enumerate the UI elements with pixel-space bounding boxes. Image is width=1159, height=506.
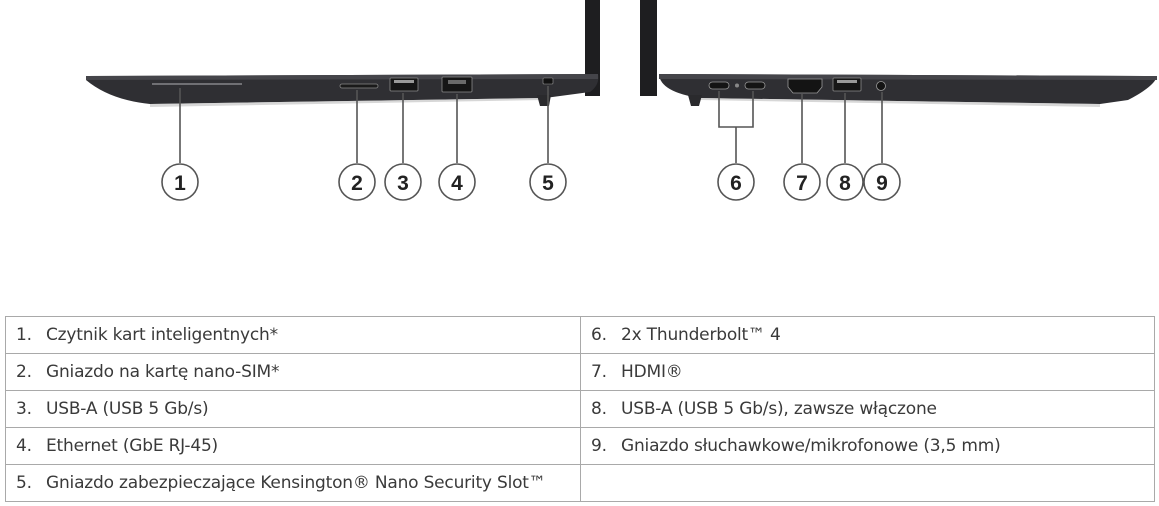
audio-jack <box>876 81 886 91</box>
legend-cell-6: 6. 2x Thunderbolt™ 4 <box>580 316 1155 354</box>
table-row: 2. Gniazdo na kartę nano-SIM* 7. HDMI® <box>5 353 1155 391</box>
legend-text: Gniazdo zabezpieczające Kensington® Nano… <box>46 473 546 493</box>
legend-cell-7: 7. HDMI® <box>580 353 1155 391</box>
legend-text: USB-A (USB 5 Gb/s) <box>46 399 209 419</box>
callout-6: 6 <box>730 172 742 195</box>
thunderbolt-port-2 <box>744 81 766 90</box>
legend-text: Gniazdo na kartę nano-SIM* <box>46 362 280 382</box>
callout-3: 3 <box>397 172 409 195</box>
table-row: 5. Gniazdo zabezpieczające Kensington® Na… <box>5 464 1155 502</box>
left-laptop-side-view <box>86 0 600 107</box>
usb-a-port-right <box>832 77 862 92</box>
hdmi-port <box>787 78 823 94</box>
callout-circles <box>161 163 901 201</box>
legend-text: Czytnik kart inteligentnych* <box>46 325 278 345</box>
callout-4: 4 <box>451 172 463 195</box>
legend-number: 5. <box>16 473 32 493</box>
callout-lines <box>179 86 883 163</box>
table-row: 4. Ethernet (GbE RJ-45) 9. Gniazdo słuchaw… <box>5 427 1155 465</box>
callout-2: 2 <box>351 172 363 195</box>
legend-text: HDMI® <box>621 362 683 382</box>
ethernet-port <box>441 76 473 93</box>
legend-text: 2x Thunderbolt™ 4 <box>621 325 781 345</box>
legend-cell-empty <box>580 464 1155 502</box>
callout-7: 7 <box>796 172 808 195</box>
legend-number: 8. <box>591 399 607 419</box>
table-row: 1. Czytnik kart inteligentnych* 6. 2x Thun… <box>5 316 1155 354</box>
nano-sim-slot <box>339 83 379 89</box>
legend-cell-8: 8. USB-A (USB 5 Gb/s), zawsze włączone <box>580 390 1155 428</box>
legend-cell-4: 4. Ethernet (GbE RJ-45) <box>5 427 581 465</box>
legend-number: 7. <box>591 362 607 382</box>
legend-text: USB-A (USB 5 Gb/s), zawsze włączone <box>621 399 937 419</box>
table-row: 3. USB-A (USB 5 Gb/s) 8. USB-A (USB 5 Gb/s… <box>5 390 1155 428</box>
thunderbolt-port-1 <box>708 81 730 90</box>
legend-text: Ethernet (GbE RJ-45) <box>46 436 218 456</box>
ports-legend-table: 1. Czytnik kart inteligentnych* 6. 2x Thun… <box>5 316 1155 502</box>
callout-1: 1 <box>174 172 186 195</box>
right-laptop-side-view <box>640 0 1157 107</box>
legend-number: 3. <box>16 399 32 419</box>
laptop-ports-diagram: 1 2 3 4 5 6 7 8 9 <box>86 0 1157 201</box>
legend-cell-3: 3. USB-A (USB 5 Gb/s) <box>5 390 581 428</box>
callout-8: 8 <box>839 172 851 195</box>
callout-9: 9 <box>876 172 888 195</box>
callout-numbers: 1 2 3 4 5 6 7 8 9 <box>174 172 888 195</box>
legend-number: 4. <box>16 436 32 456</box>
legend-cell-5: 5. Gniazdo zabezpieczające Kensington® Na… <box>5 464 581 502</box>
legend-cell-2: 2. Gniazdo na kartę nano-SIM* <box>5 353 581 391</box>
callout-5: 5 <box>542 172 554 195</box>
legend-cell-1: 1. Czytnik kart inteligentnych* <box>5 316 581 354</box>
legend-number: 2. <box>16 362 32 382</box>
legend-cell-9: 9. Gniazdo słuchawkowe/mikrofonowe (3,5 m… <box>580 427 1155 465</box>
legend-number: 9. <box>591 436 607 456</box>
legend-number: 1. <box>16 325 32 345</box>
kensington-slot <box>542 77 554 85</box>
smart-card-slot <box>152 83 242 85</box>
legend-number: 6. <box>591 325 607 345</box>
usb-a-port-left <box>389 77 419 92</box>
legend-text: Gniazdo słuchawkowe/mikrofonowe (3,5 mm) <box>621 436 1001 456</box>
